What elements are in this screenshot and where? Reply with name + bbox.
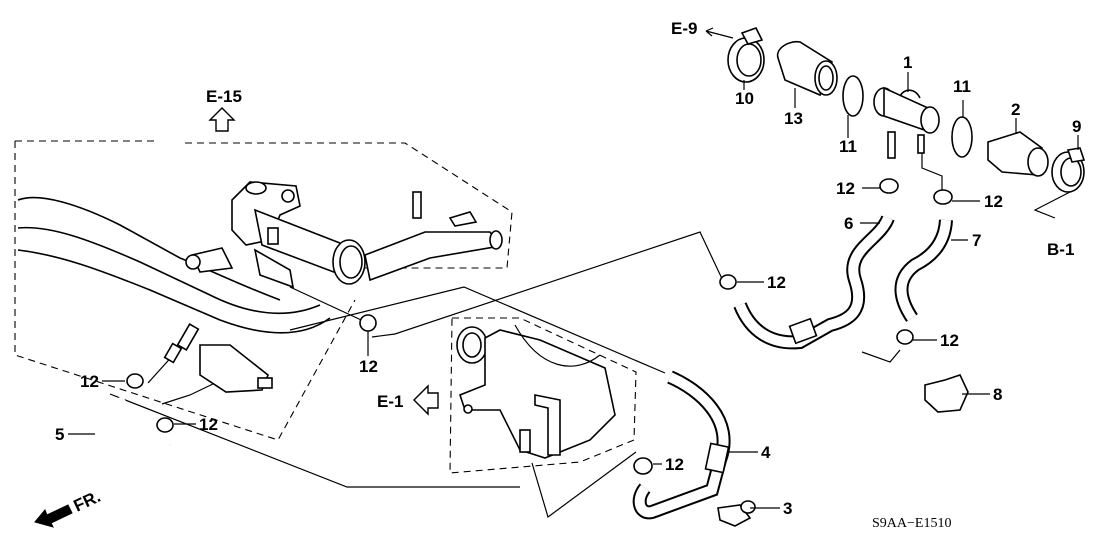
water-pipe-upper: [17, 196, 281, 301]
thermostat-housing: [190, 181, 503, 289]
callout-13[interactable]: 13: [784, 109, 803, 128]
water-pipe-lower: [17, 226, 321, 315]
reference-e15[interactable]: E-15: [206, 87, 242, 106]
callout-12-hose4[interactable]: 12: [665, 455, 684, 474]
leader-pump-outlets: [531, 451, 637, 518]
callout-7[interactable]: 7: [972, 231, 981, 250]
callout-12-left-lower[interactable]: 12: [199, 415, 218, 434]
hose-13: [776, 40, 838, 97]
e15-up-arrow-icon: [208, 107, 236, 132]
leader-b1: [1033, 191, 1071, 219]
hose-7-inner: [896, 219, 951, 321]
hose-6-sleeve: [788, 317, 818, 345]
reference-e9[interactable]: E-9: [671, 19, 697, 38]
hose-6-inner: [735, 215, 893, 348]
engine-assembly-outline: [14, 140, 513, 441]
callout-12-center[interactable]: 12: [359, 357, 378, 376]
e9-arrow-icon: [705, 27, 734, 39]
callout-6[interactable]: 6: [844, 214, 853, 233]
thermostat-1: [873, 86, 940, 159]
assembly-boundary-line-2: [289, 286, 666, 374]
callout-8[interactable]: 8: [993, 385, 1002, 404]
callout-12-hose7[interactable]: 12: [940, 331, 959, 350]
o-ring-11b: [951, 116, 973, 158]
hose-clamp-9: [1051, 147, 1086, 193]
callout-11-right[interactable]: 11: [953, 77, 971, 96]
hose-2: [987, 131, 1049, 177]
e1-left-arrow-icon: [413, 384, 439, 416]
front-arrow-icon: [34, 504, 73, 528]
callout-leaders: [68, 72, 1079, 509]
front-direction-label: FR.: [71, 487, 104, 516]
water-pump: [456, 324, 616, 459]
o-ring-11a: [842, 75, 864, 117]
hose-4-sleeve: [704, 442, 730, 474]
reference-e1[interactable]: E-1: [377, 392, 403, 411]
callout-12-hose6[interactable]: 12: [767, 273, 786, 292]
leader-pipe-to-clip: [289, 286, 373, 326]
catalog-code: S9AA−E1510: [872, 516, 951, 531]
callout-11-left[interactable]: 11: [839, 137, 857, 156]
clip-3: [717, 500, 756, 527]
callout-9[interactable]: 9: [1072, 117, 1081, 136]
clip-12-shapes: [126, 178, 953, 475]
callout-10[interactable]: 10: [735, 89, 754, 108]
assembly-boundary-line: [109, 393, 520, 488]
callout-4[interactable]: 4: [761, 443, 771, 462]
hose-5-inner: [94, 395, 178, 480]
leader-housing-to-clip: [921, 150, 943, 190]
leader-clip-left-2: [161, 382, 216, 405]
water-pipe-lower-2: [17, 249, 331, 334]
leader-hose7-bottom: [861, 349, 901, 363]
leader-clip-to-hose-6: [371, 231, 725, 338]
sensor-bracket: [163, 323, 273, 393]
callout-3[interactable]: 3: [783, 499, 792, 518]
hose-clamp-10: [727, 27, 765, 83]
callout-5[interactable]: 5: [55, 425, 64, 444]
callout-2[interactable]: 2: [1011, 100, 1020, 119]
hose-6: [733, 214, 895, 350]
callout-12-top-right[interactable]: 12: [984, 192, 1003, 211]
callout-12-top-left[interactable]: 12: [836, 179, 855, 198]
callout-12-left[interactable]: 12: [80, 372, 99, 391]
callout-1[interactable]: 1: [903, 53, 912, 72]
reference-b1[interactable]: B-1: [1047, 240, 1074, 259]
bracket-8: [924, 374, 969, 413]
